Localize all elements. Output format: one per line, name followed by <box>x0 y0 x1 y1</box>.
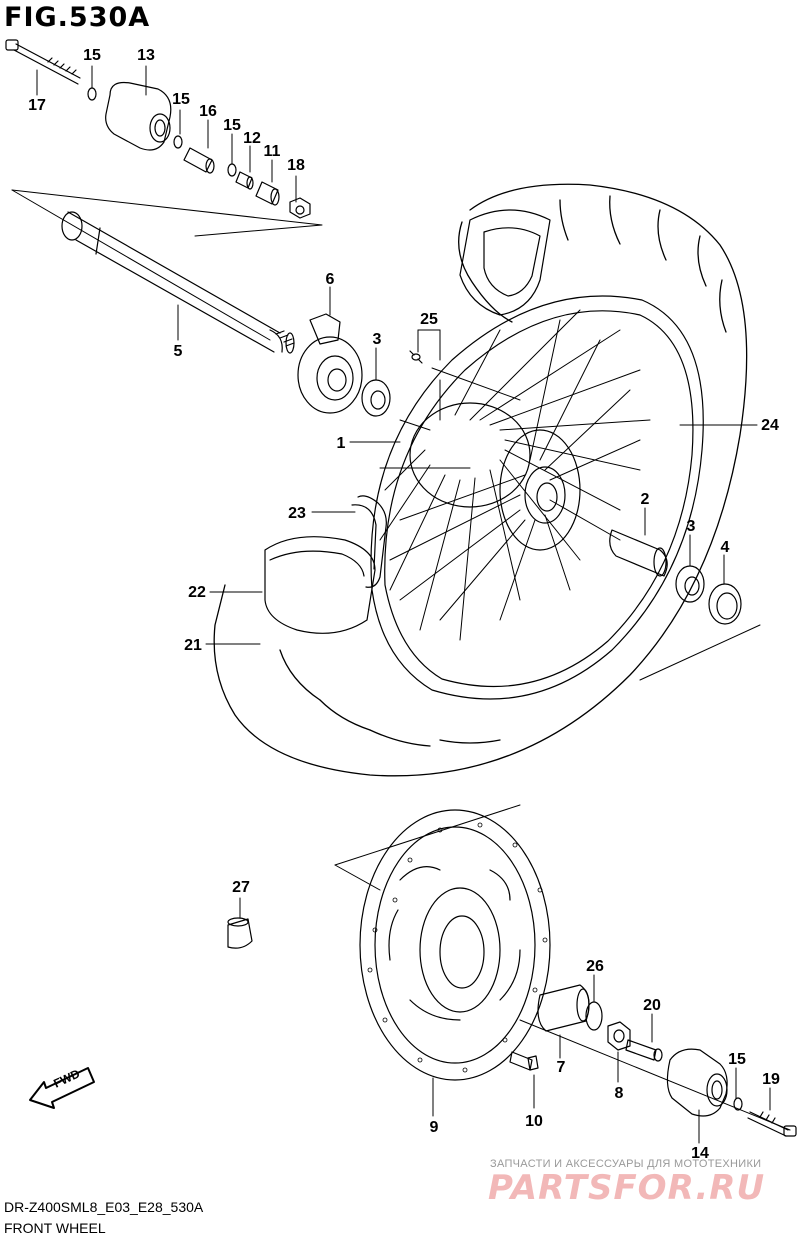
bearing-3-right <box>675 565 705 603</box>
callout-23: 23 <box>288 505 306 522</box>
callout-14: 14 <box>691 1145 709 1162</box>
washer-15-c <box>227 163 237 177</box>
diagram-code: DR-Z400SML8_E03_E28_530A <box>4 1199 204 1215</box>
leader-lines <box>36 65 771 1144</box>
callout-24: 24 <box>761 417 779 434</box>
callout-17: 17 <box>28 97 46 114</box>
figure-title: FIG.530A <box>4 2 151 33</box>
axle-5 <box>61 211 295 354</box>
callout-20: 20 <box>643 997 661 1014</box>
callout-10: 10 <box>525 1113 543 1130</box>
callout-3: 3 <box>373 331 382 348</box>
callout-26: 26 <box>586 958 604 975</box>
reference-lines <box>11 189 791 1131</box>
spokes <box>379 309 651 641</box>
tire-section-24 <box>459 209 551 316</box>
callout-19: 19 <box>762 1071 780 1088</box>
callout-8: 8 <box>615 1085 624 1102</box>
callout-27: 27 <box>232 879 250 896</box>
watermark-tagline: ЗАПЧАСТИ И АКСЕССУАРЫ ДЛЯ МОТОТЕХНИКИ <box>490 1158 762 1170</box>
callout-11: 11 <box>264 143 281 160</box>
callout-22: 22 <box>188 584 206 601</box>
callout-18: 18 <box>287 157 305 174</box>
sleeve-16 <box>183 147 215 174</box>
ring-26 <box>585 1001 603 1031</box>
callout-15: 15 <box>172 91 190 108</box>
callout-1: 1 <box>337 435 346 452</box>
callout-12: 12 <box>243 130 261 147</box>
callout-labels: 17 15 13 15 16 15 12 11 18 5 6 3 25 1 23… <box>28 47 780 1162</box>
spacer-11 <box>255 181 280 206</box>
hub-1 <box>409 402 581 551</box>
diagram-name: FRONT WHEEL <box>4 1220 106 1236</box>
callout-5: 5 <box>174 343 183 360</box>
bolt-20 <box>625 1039 663 1062</box>
nipple-25 <box>409 350 423 364</box>
bolt-19 <box>747 1111 797 1137</box>
bolt-17 <box>5 39 81 85</box>
callout-13: 13 <box>137 47 155 64</box>
spacer-12 <box>235 171 254 190</box>
callout-15: 15 <box>83 47 101 64</box>
fwd-arrow-icon: FWD <box>29 1066 95 1109</box>
bearing-3-left <box>361 379 391 417</box>
valve-27 <box>227 917 253 949</box>
callout-21: 21 <box>184 637 202 654</box>
nut-8 <box>607 1021 631 1051</box>
brake-disc-9 <box>359 809 551 1081</box>
spacer-2 <box>609 529 668 577</box>
callout-2: 2 <box>641 491 650 508</box>
callout-15: 15 <box>223 117 241 134</box>
washer-15-b <box>173 135 183 149</box>
flap-22 <box>264 536 376 634</box>
seal-4 <box>708 583 742 625</box>
washer-15-a <box>87 87 97 101</box>
callout-3: 3 <box>687 518 696 535</box>
collar-13 <box>105 81 172 151</box>
screw-10 <box>509 1051 539 1071</box>
sleeve-7 <box>537 984 590 1032</box>
washer-15-d <box>733 1097 743 1111</box>
callout-16: 16 <box>199 103 217 120</box>
nut-18 <box>289 197 311 219</box>
tire-21 <box>213 183 748 777</box>
rim <box>370 295 704 700</box>
callout-6: 6 <box>326 271 335 288</box>
collar-14 <box>666 1048 728 1117</box>
callout-25: 25 <box>420 311 438 328</box>
callout-15: 15 <box>728 1051 746 1068</box>
gearbox-6 <box>297 313 363 414</box>
callout-7: 7 <box>557 1059 566 1076</box>
callout-4: 4 <box>721 539 730 556</box>
tube-23 <box>351 495 387 588</box>
callout-9: 9 <box>430 1119 439 1136</box>
watermark-logo: PARTSFOR.RU <box>488 1168 766 1208</box>
